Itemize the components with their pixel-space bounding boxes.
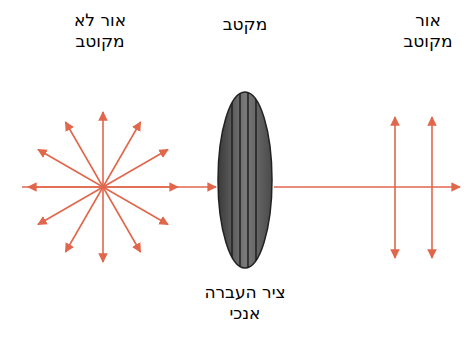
polarizer-label: מקטב <box>200 14 290 35</box>
polarized-beam <box>274 117 460 258</box>
incoming-beam <box>22 186 216 188</box>
polarized-light-label: אור מקוטב <box>397 10 459 53</box>
transmission-axis-label: ציר העברה אנכי <box>190 282 300 325</box>
unpolarized-light-label: אור לא מקוטב <box>59 10 141 53</box>
polarizer-disc <box>218 90 272 270</box>
